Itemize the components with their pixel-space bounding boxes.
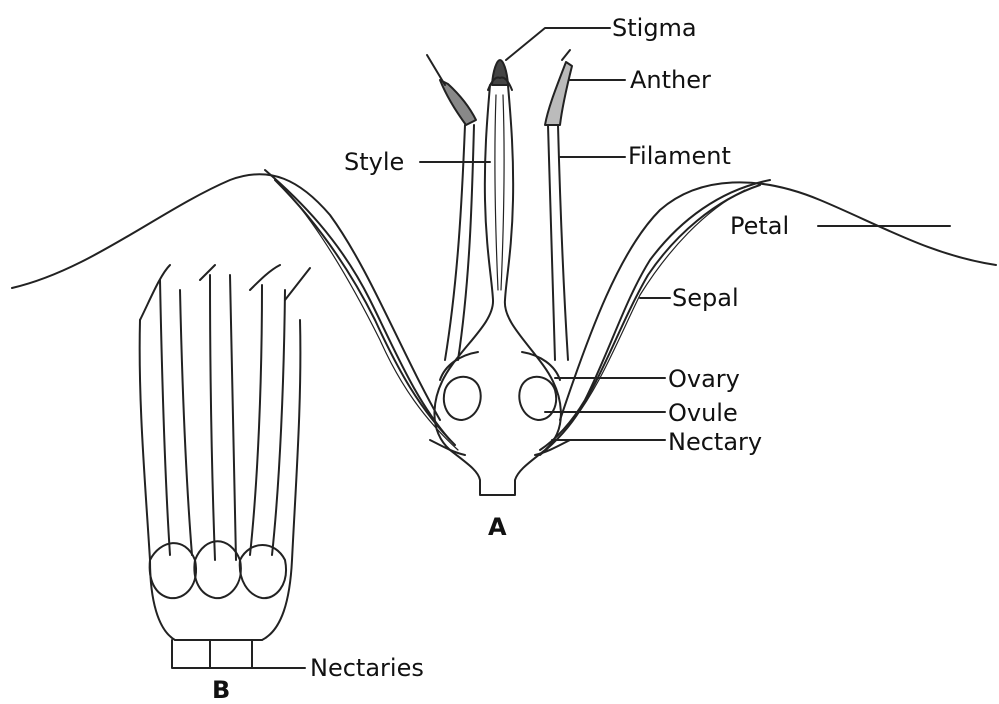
fig-b-lobe-mid <box>194 541 241 598</box>
fig-b-stamen-2 <box>180 290 192 555</box>
sepal-left-line-3 <box>290 195 458 450</box>
petal-left-outline <box>12 174 440 420</box>
stigma-leader <box>506 28 610 60</box>
stamen-left-anther <box>440 80 476 125</box>
ovule-right <box>519 377 556 420</box>
stamen-right-anther <box>545 62 572 125</box>
label-filament: Filament <box>628 144 731 168</box>
label-petal: Petal <box>730 214 789 238</box>
fig-b-stamen-5 <box>250 285 262 555</box>
fig-b-lobe-left <box>150 543 196 598</box>
label-stigma: Stigma <box>612 16 697 40</box>
fig-b-stamen-1 <box>160 280 170 555</box>
label-nectary: Nectary <box>668 430 762 454</box>
stamen-right-filament-b <box>558 125 568 360</box>
label-sepal: Sepal <box>672 286 739 310</box>
stamen-left-anther-tip <box>427 55 445 85</box>
label-ovule: Ovule <box>668 401 738 425</box>
fig-b-stamen-4 <box>230 275 236 560</box>
nectaries-leader-1 <box>172 640 305 668</box>
fig-b-lobe-right <box>240 545 286 598</box>
fig-b-stamen-6 <box>272 290 285 555</box>
style-inner-line <box>495 95 498 290</box>
stamen-left-filament-b <box>458 125 474 360</box>
stamen-right-filament-a <box>548 125 555 360</box>
style-inner-line-2 <box>501 95 504 290</box>
ovule-left <box>444 377 481 420</box>
label-nectaries: Nectaries <box>310 656 424 680</box>
stamen-right-anther-tip <box>562 50 570 60</box>
figure-label-b: B <box>212 678 230 702</box>
label-ovary: Ovary <box>668 367 740 391</box>
fig-b-outline-right <box>262 320 300 640</box>
fig-b-stamen-3 <box>210 275 215 560</box>
figure-label-a: A <box>488 515 507 539</box>
stigma-tip <box>492 60 508 85</box>
sepal-left-line-2 <box>275 180 455 445</box>
label-style: Style <box>344 150 404 174</box>
label-anther: Anther <box>630 68 711 92</box>
sepal-left-line-1 <box>265 170 450 440</box>
